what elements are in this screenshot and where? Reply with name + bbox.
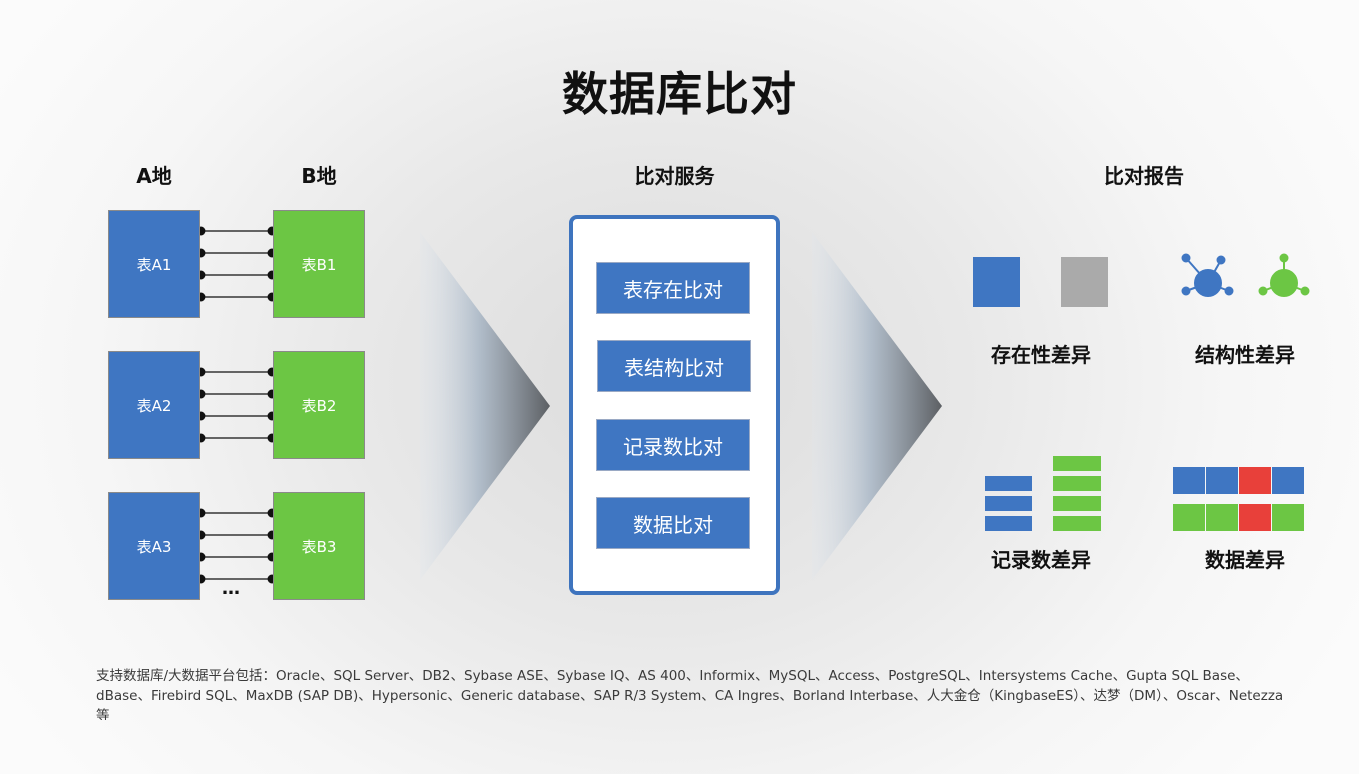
service-data: 数据比对 (596, 497, 750, 549)
record-count-green-stack-icon (1053, 456, 1101, 531)
data-diff-label: 数据差异 (1205, 548, 1285, 572)
structure-diff-label: 结构性差异 (1195, 343, 1295, 367)
table-b2: 表B2 (273, 351, 365, 459)
table-b1: 表B1 (273, 210, 365, 318)
existence-diff-label: 存在性差异 (991, 343, 1091, 367)
arrow-to-service (420, 232, 550, 580)
service-table-structure: 表结构比对 (597, 340, 751, 392)
existence-gray-square-icon (1061, 257, 1108, 307)
table-a2: 表A2 (108, 351, 200, 459)
record-count-diff-label: 记录数差异 (991, 548, 1091, 572)
site-a-header: A地 (136, 164, 172, 188)
service-table-existence: 表存在比对 (596, 262, 750, 314)
existence-blue-square-icon (973, 257, 1020, 307)
table-b3: 表B3 (273, 492, 365, 600)
arrow-to-report (812, 232, 942, 580)
service-record-count: 记录数比对 (596, 419, 750, 471)
structure-green-node-icon (1258, 253, 1310, 297)
more-ellipsis: … (222, 578, 241, 599)
table-a3: 表A3 (108, 492, 200, 600)
data-diff-grid-icon (1173, 467, 1304, 531)
report-header: 比对报告 (1104, 164, 1184, 188)
page-title: 数据库比对 (562, 67, 797, 121)
table-a1: 表A1 (108, 210, 200, 318)
service-header: 比对服务 (634, 164, 715, 188)
site-b-header: B地 (301, 164, 337, 188)
record-count-blue-stack-icon (985, 476, 1032, 531)
structure-blue-node-icon (1181, 253, 1234, 297)
supported-databases-note: 支持数据库/大数据平台包括：Oracle、SQL Server、DB2、Syba… (96, 668, 1284, 720)
